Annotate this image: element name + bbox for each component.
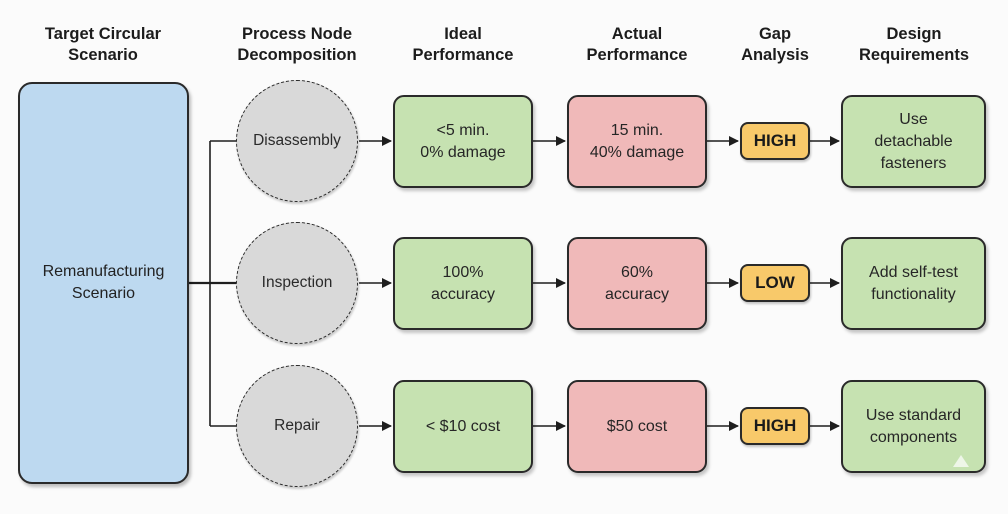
design-requirement-box: Add self-test functionality	[841, 237, 986, 330]
scenario-box: Remanufacturing Scenario	[18, 82, 189, 484]
ideal-performance-box: 100% accuracy	[393, 237, 533, 330]
gap-text: HIGH	[753, 416, 797, 435]
design-text: Use standard components	[865, 406, 962, 446]
ideal-text: < $10 cost	[425, 417, 501, 435]
actual-performance-box: $50 cost	[567, 380, 707, 473]
actual-text: 15 min. 40% damage	[589, 121, 685, 161]
header-target-scenario: Target Circular Scenario	[44, 25, 162, 64]
gap-text: HIGH	[753, 131, 797, 150]
process-node-inspection: Inspection	[236, 222, 358, 344]
actual-text: 60% accuracy	[604, 263, 670, 303]
gap-text: LOW	[755, 273, 795, 292]
process-node-disassembly: Disassembly	[236, 80, 358, 202]
design-text: Use detachable fasteners	[874, 110, 953, 172]
ideal-performance-box: < $10 cost	[393, 380, 533, 473]
header-gap-analysis: Gap Analysis	[741, 25, 809, 64]
ideal-performance-box: <5 min. 0% damage	[393, 95, 533, 188]
scenario-label: Remanufacturing Scenario	[42, 263, 165, 302]
node-label: Disassembly	[253, 132, 341, 149]
ideal-text: 100% accuracy	[430, 263, 496, 303]
watermark-icon	[953, 455, 969, 467]
actual-text: $50 cost	[606, 417, 668, 435]
node-label: Repair	[274, 417, 320, 434]
header-ideal-performance: Ideal Performance	[412, 25, 514, 64]
gap-badge: HIGH	[740, 407, 810, 445]
process-node-repair: Repair	[236, 365, 358, 487]
ideal-text: <5 min. 0% damage	[420, 121, 506, 161]
actual-performance-box: 60% accuracy	[567, 237, 707, 330]
header-actual-performance: Actual Performance	[586, 25, 688, 64]
design-requirement-box: Use detachable fasteners	[841, 95, 986, 188]
header-process-node: Process Node Decomposition	[237, 25, 357, 64]
header-design-requirements: Design Requirements	[858, 25, 970, 64]
gap-badge: LOW	[740, 264, 810, 302]
node-label: Inspection	[261, 274, 333, 291]
actual-performance-box: 15 min. 40% damage	[567, 95, 707, 188]
design-text: Add self-test functionality	[869, 263, 958, 303]
gap-badge: HIGH	[740, 122, 810, 160]
